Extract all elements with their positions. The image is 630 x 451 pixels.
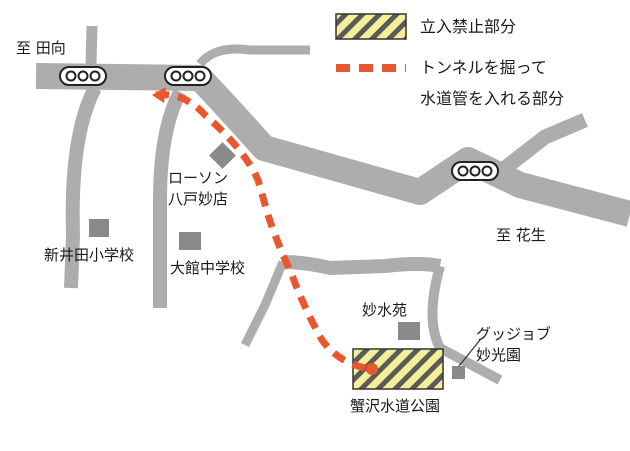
road-south-connector (282, 255, 442, 275)
label-to-hanyu: 至 花生 (496, 226, 546, 244)
legend-restricted-label: 立入禁止部分 (420, 17, 517, 36)
traffic-light-icon (59, 66, 107, 86)
road-left-vertical (64, 84, 102, 289)
lawson-landmark-icon (209, 142, 236, 169)
odate-school-landmark-icon (179, 232, 201, 250)
label-lawson-line2: 八戸妙店 (168, 190, 229, 208)
road-southwest (240, 260, 288, 348)
label-goods-line2: 妙光園 (476, 346, 522, 364)
label-lawson: ローソン 八戸妙店 (168, 168, 228, 210)
label-park: 蟹沢水道公園 (350, 397, 441, 415)
tunnel-endpoint-icon (366, 363, 378, 375)
label-arai-school: 新井田小学校 (44, 246, 135, 264)
legend-tunnel-label-line1: トンネルを掘って (420, 58, 547, 77)
traffic-light-icon (451, 161, 499, 181)
myosuien-landmark-icon (398, 322, 420, 340)
legend-restricted-swatch (335, 13, 407, 40)
road-center-vertical (153, 88, 187, 308)
label-goods-line1: グッジョブ (476, 325, 552, 343)
arai-school-landmark-icon (89, 219, 109, 237)
tunnel-arrow-icon (152, 87, 166, 103)
road-top-curve (196, 44, 310, 68)
road-east (427, 264, 503, 385)
label-goods: グッジョブ 妙光園 (476, 324, 551, 366)
label-to-tamukai: 至 田向 (16, 39, 66, 57)
goods-landmark-icon (452, 366, 465, 379)
goods-leader-line (458, 339, 481, 367)
label-lawson-line1: ローソン (168, 169, 229, 187)
traffic-light-icon (164, 66, 212, 86)
road-northeast-branch (495, 113, 588, 178)
tunnel-route-line (155, 91, 373, 373)
road-north-left (85, 25, 98, 65)
legend-tunnel-label-line2: 水道管を入れる部分 (420, 89, 565, 108)
label-odate-school: 大館中学校 (170, 259, 246, 277)
label-myosuien: 妙水苑 (362, 301, 408, 319)
